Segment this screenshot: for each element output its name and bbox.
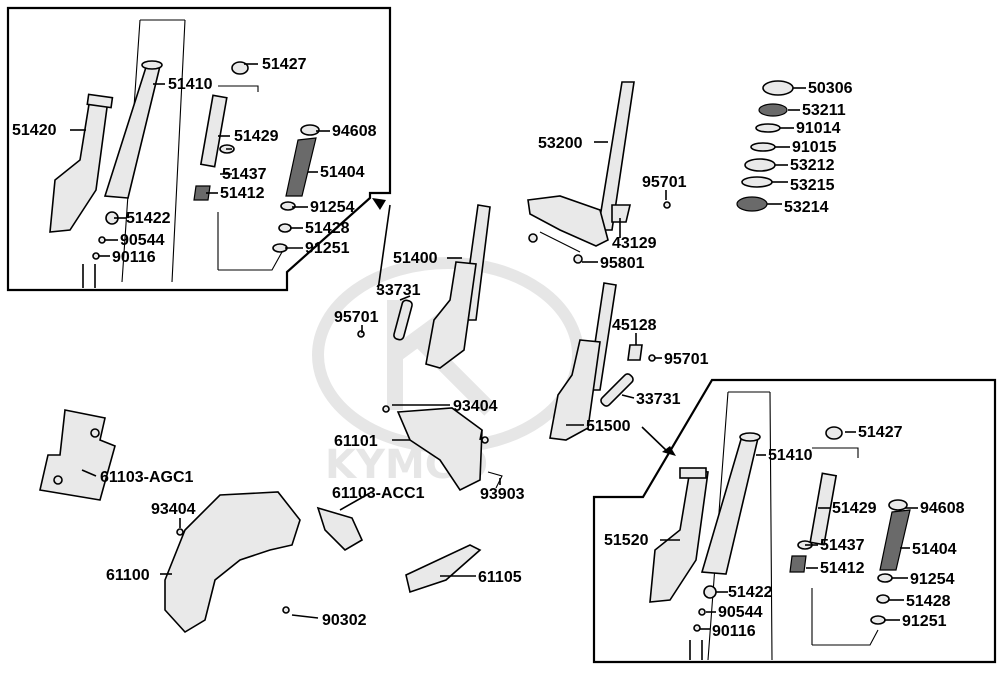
- label-43129: 43129: [612, 235, 657, 252]
- label-90544-upper: 90544: [120, 232, 165, 249]
- label-51437-upper: 51437: [222, 166, 267, 183]
- label-51420: 51420: [12, 122, 57, 139]
- bracket-plate: [39, 409, 116, 501]
- label-51500: 51500: [586, 418, 631, 435]
- label-53215: 53215: [790, 177, 835, 194]
- right-fork-tube-detail: [649, 391, 911, 661]
- label-90116-lower: 90116: [712, 623, 756, 640]
- label-61103-agc1: 61103-AGC1: [100, 469, 193, 486]
- label-51412-upper: 51412: [220, 185, 265, 202]
- label-51400: 51400: [393, 250, 438, 267]
- label-91254-lower: 91254: [910, 571, 955, 588]
- label-53212: 53212: [790, 157, 835, 174]
- label-51429-lower: 51429: [832, 500, 877, 517]
- label-51428-upper: 51428: [305, 220, 350, 237]
- label-61101: 61101: [334, 433, 378, 450]
- label-93404-cover: 93404: [453, 398, 498, 415]
- label-51412-lower: 51412: [820, 560, 865, 577]
- label-51427-upper: 51427: [262, 56, 307, 73]
- label-95801: 95801: [600, 255, 645, 272]
- left-fork-leg: [357, 204, 491, 369]
- label-95701-stem: 95701: [642, 174, 687, 191]
- label-50306: 50306: [808, 80, 853, 97]
- label-61100: 61100: [106, 567, 150, 584]
- lower-right-detail-frame: [592, 378, 997, 664]
- label-93404-fender: 93404: [151, 501, 196, 518]
- label-91254-upper: 91254: [310, 199, 355, 216]
- label-51520: 51520: [604, 532, 649, 549]
- label-53214: 53214: [784, 199, 829, 216]
- part-labels: 51427 51410 51420 51429 94608 51437 5140…: [12, 56, 965, 640]
- label-33731-right: 33731: [636, 391, 681, 408]
- label-94608-upper: 94608: [332, 123, 377, 140]
- inner-fender-cover: [382, 405, 503, 492]
- label-51410-lower: 51410: [768, 447, 813, 464]
- fender-trim: [405, 544, 482, 594]
- label-53200: 53200: [538, 135, 583, 152]
- label-51404-lower: 51404: [912, 541, 957, 558]
- label-90544-lower: 90544: [718, 604, 763, 621]
- label-45128: 45128: [612, 317, 657, 334]
- label-51404-upper: 51404: [320, 164, 365, 181]
- label-51427-lower: 51427: [858, 424, 903, 441]
- label-90116-upper: 90116: [112, 249, 156, 266]
- label-53211: 53211: [802, 102, 846, 119]
- label-61103-acc1: 61103-ACC1: [332, 485, 425, 502]
- headset-bearing-stack: [736, 80, 794, 212]
- label-51428-lower: 51428: [906, 593, 951, 610]
- label-95701-right: 95701: [664, 351, 709, 368]
- label-61105: 61105: [478, 569, 522, 586]
- front-fender: [164, 491, 364, 634]
- right-fork-leg: [549, 282, 656, 441]
- label-91015: 91015: [792, 139, 837, 156]
- label-51429-upper: 51429: [234, 128, 279, 145]
- label-91251-upper: 91251: [305, 240, 350, 257]
- label-90302: 90302: [322, 612, 367, 629]
- label-51422-lower: 51422: [728, 584, 773, 601]
- label-95701-left: 95701: [334, 309, 379, 326]
- steering-stem-assembly: [527, 81, 671, 264]
- label-51437-lower: 51437: [820, 537, 865, 554]
- label-91014: 91014: [796, 120, 841, 137]
- label-93903: 93903: [480, 486, 525, 503]
- label-33731-left: 33731: [376, 282, 421, 299]
- upper-left-detail-frame: [6, 6, 392, 292]
- label-91251-lower: 91251: [902, 613, 947, 630]
- label-51422-upper: 51422: [126, 210, 171, 227]
- label-51410-upper: 51410: [168, 76, 213, 93]
- arrow-heads: [372, 198, 676, 456]
- leader-lines: [70, 63, 918, 630]
- label-94608-lower: 94608: [920, 500, 965, 517]
